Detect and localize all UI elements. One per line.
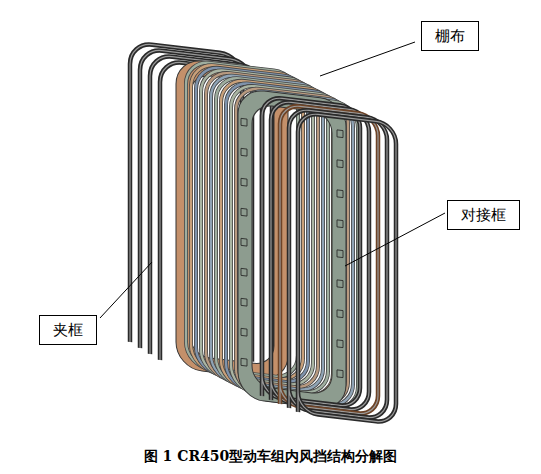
frame-plate: [238, 88, 346, 411]
tube-frame: [298, 112, 396, 424]
part-name: 夹框: [53, 321, 83, 340]
part-name: 对接框: [461, 206, 506, 225]
tube-frame: [262, 96, 360, 408]
part-name: 棚布: [435, 27, 465, 46]
callout-box: 对接框: [447, 200, 520, 230]
callout-box: 棚布: [421, 21, 479, 51]
tube-frame: [289, 108, 387, 420]
tube-frame: [271, 100, 369, 412]
leader-line: [100, 262, 152, 318]
figure-caption: 图 1 CR450型动车组内风挡结构分解图: [144, 448, 398, 464]
frame-stack: [130, 42, 396, 424]
leader-lines: [100, 42, 445, 318]
leader-line: [320, 42, 415, 76]
bellows-fold: [236, 86, 348, 405]
callout-box: 夹框: [39, 315, 97, 345]
caption-line: 图 1 CR450型动车组内风挡结构分解图: [0, 447, 541, 466]
tube-frame: [280, 104, 378, 416]
leader-line: [345, 213, 445, 266]
